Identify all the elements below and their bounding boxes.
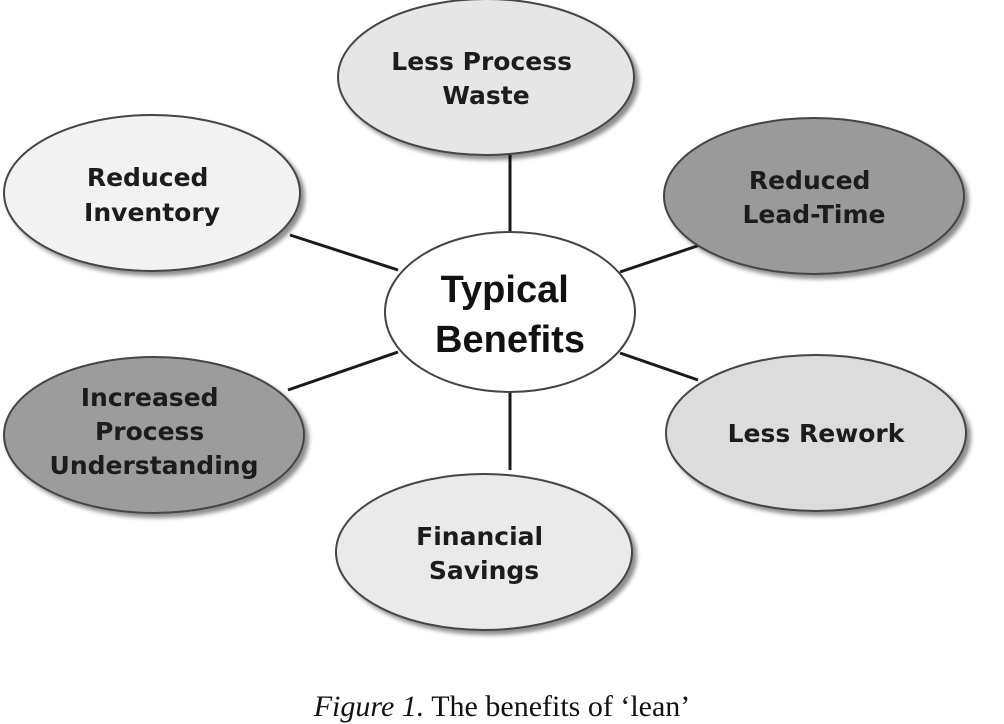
node-increased-process-understanding-line-2: Process	[95, 417, 204, 446]
node-financial-savings-line-2: Savings	[429, 556, 539, 585]
node-less-process-waste-line-1: Less Process	[391, 47, 572, 76]
node-increased-process-understanding-line-1: Increased	[81, 383, 219, 412]
center-node-line-2: Benefits	[435, 319, 585, 361]
center-node: Typical Benefits	[384, 231, 636, 393]
svg-text:Financial Savings: Financial Savings	[416, 522, 552, 585]
node-financial-savings: Financial Savings	[335, 473, 633, 631]
node-less-rework-ellipse	[665, 354, 967, 512]
node-reduced-inventory: Reduced Inventory	[3, 114, 301, 272]
connector-reduced-inventory	[289, 233, 399, 272]
node-reduced-inventory-ellipse	[3, 114, 301, 272]
center-node-ellipse	[384, 231, 636, 393]
node-less-process-waste-ellipse	[337, 0, 635, 156]
figure-caption: Figure 1. The benefits of ‘lean’	[0, 690, 1004, 724]
node-financial-savings-line-1: Financial	[416, 522, 543, 551]
svg-text:Increased Process: Increased Process Understanding	[50, 383, 259, 480]
svg-text:Reduced Lead-Time: Reduced Lead-Time	[743, 166, 886, 229]
connector-less-rework	[619, 351, 699, 382]
node-reduced-lead-time: Reduced Lead-Time	[663, 117, 965, 275]
node-less-process-waste: Less Process Waste	[337, 0, 635, 156]
connector-increased-process-understanding	[287, 350, 399, 392]
svg-text:Less Rework: Less Rework	[728, 419, 906, 448]
node-reduced-lead-time-line-1: Reduced	[749, 166, 871, 195]
svg-text:Less Process Waste: Less Process Waste	[391, 47, 580, 110]
connector-reduced-lead-time	[619, 243, 701, 274]
node-reduced-inventory-line-2: Inventory	[84, 198, 220, 227]
node-increased-process-understanding: Increased Process Understanding	[3, 356, 305, 514]
svg-text:Typical Benefits: Typical Benefits	[435, 269, 585, 361]
node-reduced-lead-time-ellipse	[663, 117, 965, 275]
center-node-line-1: Typical	[441, 269, 569, 311]
node-reduced-lead-time-line-2: Lead-Time	[743, 200, 886, 229]
node-less-rework: Less Rework	[665, 354, 967, 512]
node-less-process-waste-line-2: Waste	[442, 81, 529, 110]
node-financial-savings-ellipse	[335, 473, 633, 631]
figure-caption-label: Figure 1.	[313, 690, 425, 723]
svg-text:Reduced Inventory: Reduced Inventory	[84, 163, 220, 227]
node-less-rework-line-1: Less Rework	[728, 419, 906, 448]
figure-caption-text: The benefits of ‘lean’	[431, 690, 691, 723]
connectors	[287, 155, 701, 470]
node-increased-process-understanding-line-3: Understanding	[50, 451, 259, 480]
node-reduced-inventory-line-1: Reduced	[87, 163, 209, 192]
node-increased-process-understanding-ellipse	[3, 356, 305, 514]
